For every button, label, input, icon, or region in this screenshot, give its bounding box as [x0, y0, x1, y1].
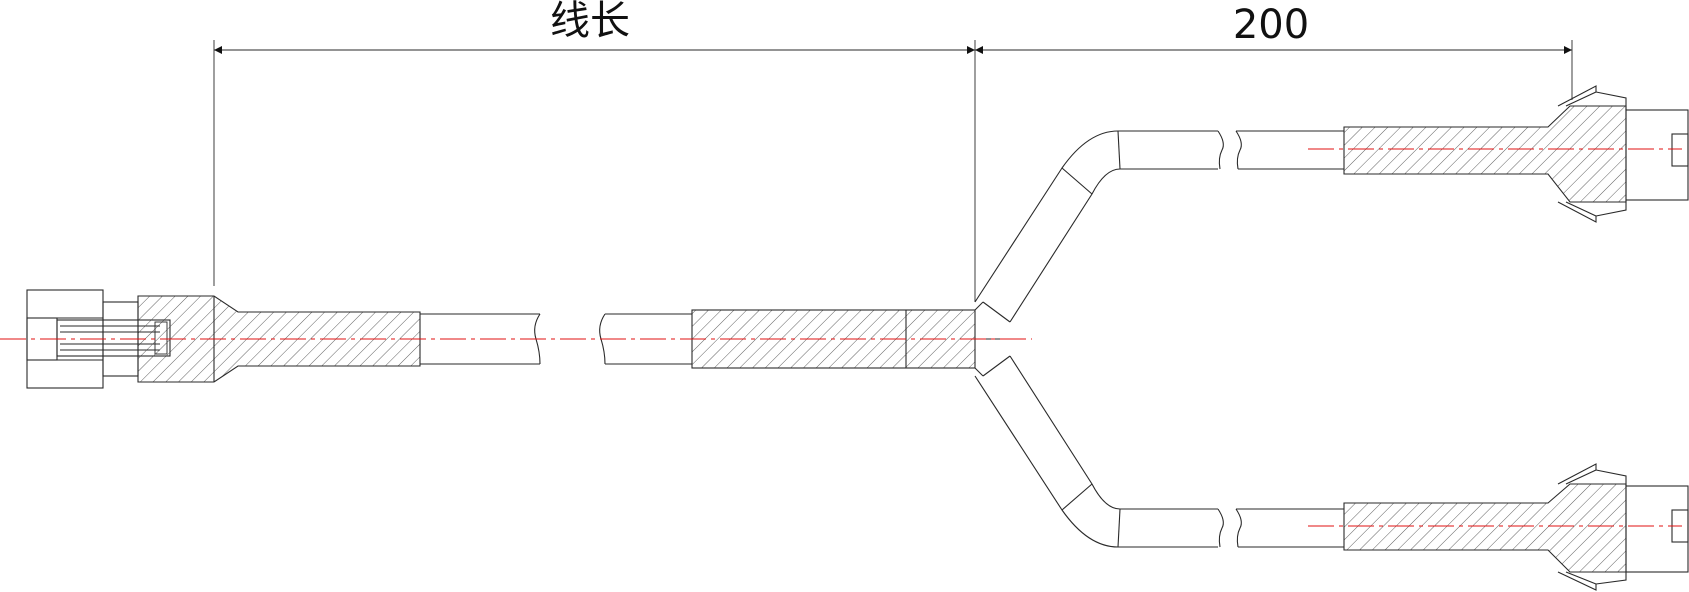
lower-branch-cable — [974, 355, 1344, 548]
upper-right-connector-latch — [1671, 133, 1689, 167]
main-length-dimension: 线长 — [213, 0, 975, 286]
lower-right-connector — [1557, 463, 1689, 591]
upper-branch-cable — [974, 130, 1344, 323]
lower-right-connector-housing — [1625, 485, 1689, 573]
upper-right-connector-clip-bottom — [1557, 201, 1597, 223]
branch-length-label: 200 — [1233, 2, 1309, 48]
lower-right-overmold — [1343, 483, 1627, 573]
main-length-label: 线长 — [550, 0, 630, 44]
upper-right-connector-housing — [1625, 109, 1689, 201]
lower-right-connector-clip-top — [1557, 463, 1597, 485]
left-overmold — [137, 295, 421, 383]
lower-right-connector-clip-bottom — [1557, 571, 1597, 591]
upper-right-connector-clip-top — [1557, 85, 1597, 107]
upper-right-connector — [1557, 85, 1689, 223]
upper-right-overmold — [1343, 105, 1627, 203]
branch-length-dimension: 200 — [974, 2, 1573, 302]
